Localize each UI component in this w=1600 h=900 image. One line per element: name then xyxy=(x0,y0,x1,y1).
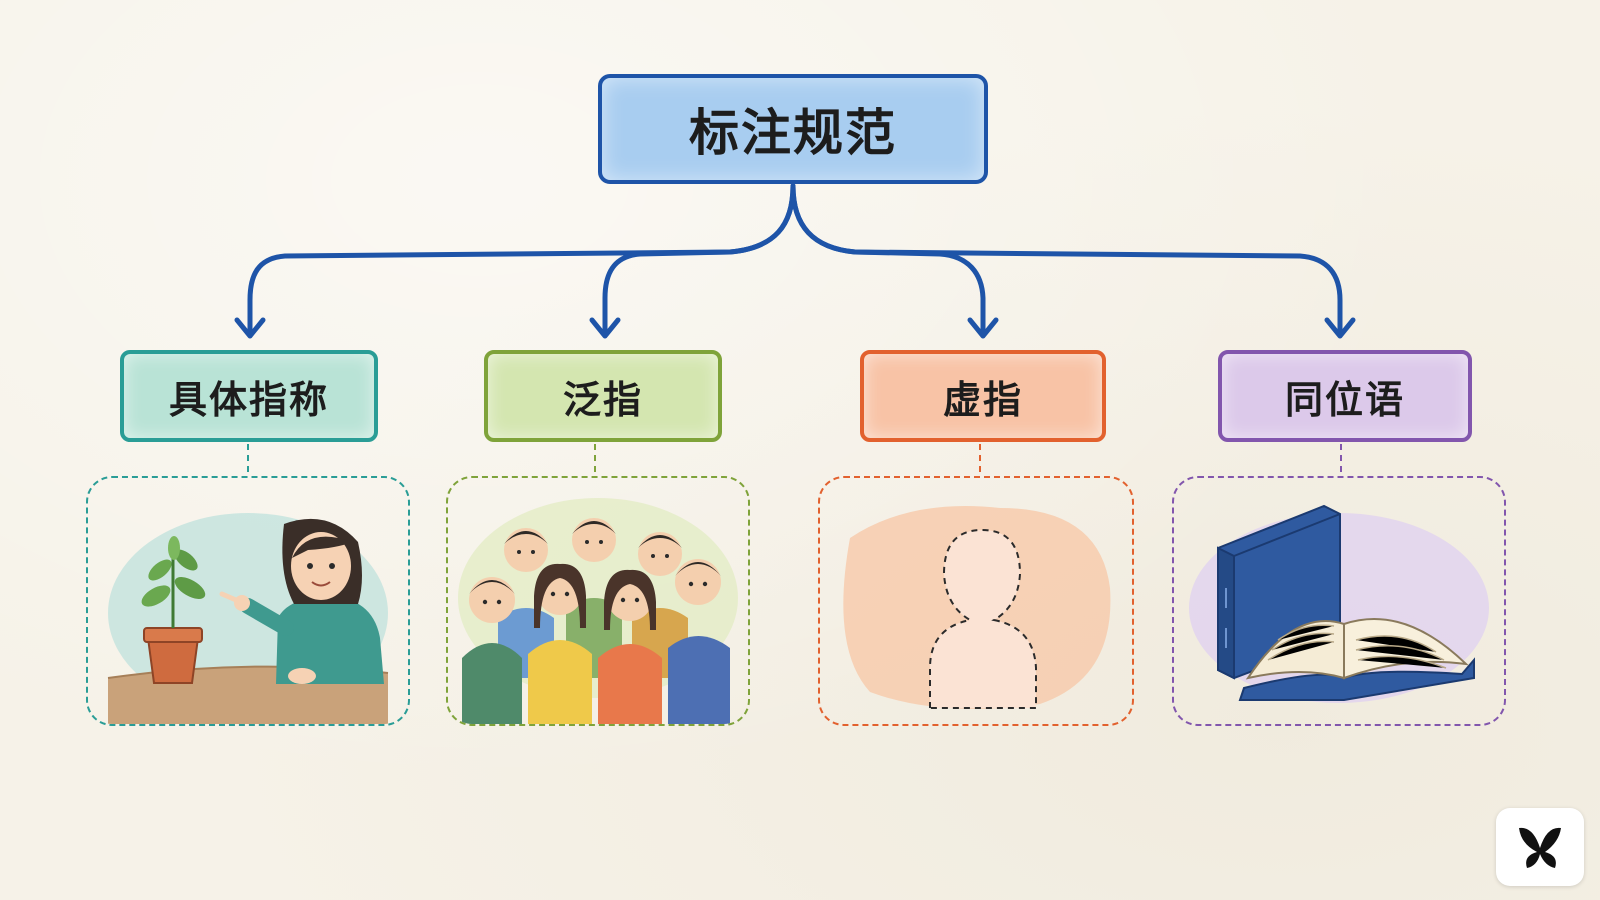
butterfly-icon xyxy=(1519,827,1561,868)
books-icon xyxy=(1189,504,1489,703)
arrow-to-appositive xyxy=(790,183,1343,337)
illustration-panel-virtual xyxy=(818,476,1134,726)
root-node: 标注规范 xyxy=(598,74,988,184)
arrow-to-virtual xyxy=(790,183,986,337)
category-label: 泛指 xyxy=(562,377,643,422)
logo-badge xyxy=(1496,808,1584,886)
arrowhead-appositive xyxy=(1324,317,1356,339)
woman-pointing-at-plant-icon xyxy=(107,513,389,724)
category-node-generic: 泛指 xyxy=(484,350,722,442)
category-label: 虚指 xyxy=(942,377,1023,422)
person-silhouette-icon xyxy=(843,506,1111,709)
category-node-specific: 具体指称 xyxy=(120,350,378,442)
illustration-panel-generic xyxy=(446,476,750,726)
arrow-to-generic xyxy=(602,183,796,337)
illustration-panel-appositive xyxy=(1172,476,1506,726)
illustration-panel-specific xyxy=(86,476,410,726)
category-node-appositive: 同位语 xyxy=(1218,350,1472,442)
category-label: 具体指称 xyxy=(168,377,329,422)
arrow-to-specific xyxy=(247,183,796,337)
arrowhead-generic xyxy=(589,317,621,339)
arrowhead-specific xyxy=(234,317,266,339)
category-label: 同位语 xyxy=(1284,377,1405,422)
group-of-people-icon xyxy=(458,498,738,724)
arrowhead-virtual xyxy=(967,317,999,339)
root-node-label: 标注规范 xyxy=(689,104,897,162)
category-node-virtual: 虚指 xyxy=(860,350,1106,442)
